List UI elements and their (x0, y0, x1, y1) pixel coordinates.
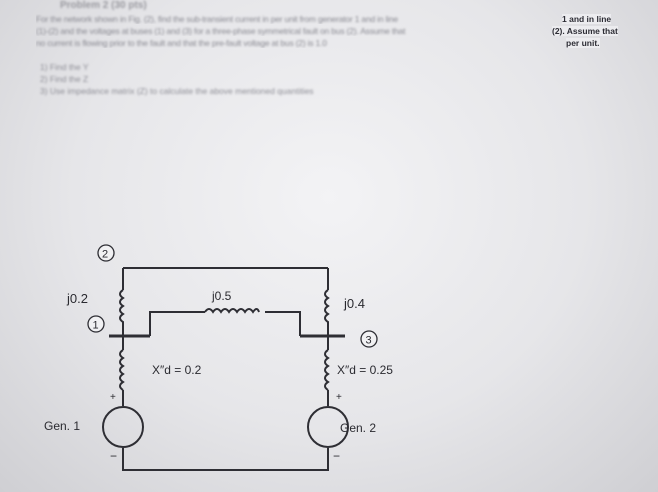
inductor-j0.5 (204, 308, 260, 314)
problem-text-line-3-end: per unit. (566, 38, 600, 48)
gen-1-symbol (102, 406, 144, 448)
line-23-impedance: j0.4 (343, 296, 365, 311)
problem-text-line-1: For the network shown in Fig. (2), find … (36, 14, 646, 24)
bus-3-label: 3 (366, 335, 372, 347)
problem-title: Problem 2 (30 pts) (60, 0, 147, 11)
inductor-j0.2 (119, 289, 125, 336)
inductor-gen1 (119, 349, 125, 391)
inductor-gen2 (324, 349, 330, 391)
inductor-j0.4 (324, 289, 330, 336)
bus-1-label: 1 (93, 320, 99, 332)
task-item-2: 2) Find the Z (40, 74, 89, 84)
gen-1-minus: − (110, 449, 117, 463)
line-13-impedance: j0.5 (211, 289, 232, 303)
bus-1-marker (87, 315, 105, 333)
gen-1-plus: + (110, 392, 116, 403)
gen-1-reactance: X″d = 0.2 (152, 363, 202, 377)
mid-left-wire (149, 311, 205, 336)
gen-2-symbol (307, 406, 349, 448)
mid-right-wire (265, 311, 301, 336)
problem-text-line-2: (1)-(2) and the voltages at buses (1) an… (36, 26, 646, 36)
gen-2-plus: + (336, 392, 342, 403)
gen-2-reactance: X″d = 0.25 (337, 363, 393, 377)
problem-text-line-2-end: (2). Assume that (552, 26, 618, 36)
task-item-1: 1) Find the Y (40, 62, 89, 72)
gen-2-minus: − (333, 449, 340, 463)
bus-2-label: 2 (102, 249, 108, 261)
ground-wire (122, 448, 329, 471)
problem-text-line-1-end: 1 and in line (562, 14, 612, 24)
bus-3-marker (360, 330, 378, 348)
gen-1-label: Gen. 1 (44, 419, 80, 433)
bus-2-marker (97, 244, 115, 262)
line-12-impedance: j0.2 (66, 291, 88, 306)
problem-text-line-2-faded: (1)-(2) and the voltages at buses (1) an… (36, 26, 406, 36)
problem-text-line-1-faded: For the network shown in Fig. (2), find … (36, 14, 398, 24)
task-item-3: 3) Use impedance matrix (Z) to calculate… (40, 86, 314, 96)
problem-text-line-3: no current is flowing prior to the fault… (36, 38, 516, 48)
problem-text-line-3-faded: no current is flowing prior to the fault… (36, 38, 327, 48)
gen-2-label: Gen. 2 (340, 421, 376, 435)
